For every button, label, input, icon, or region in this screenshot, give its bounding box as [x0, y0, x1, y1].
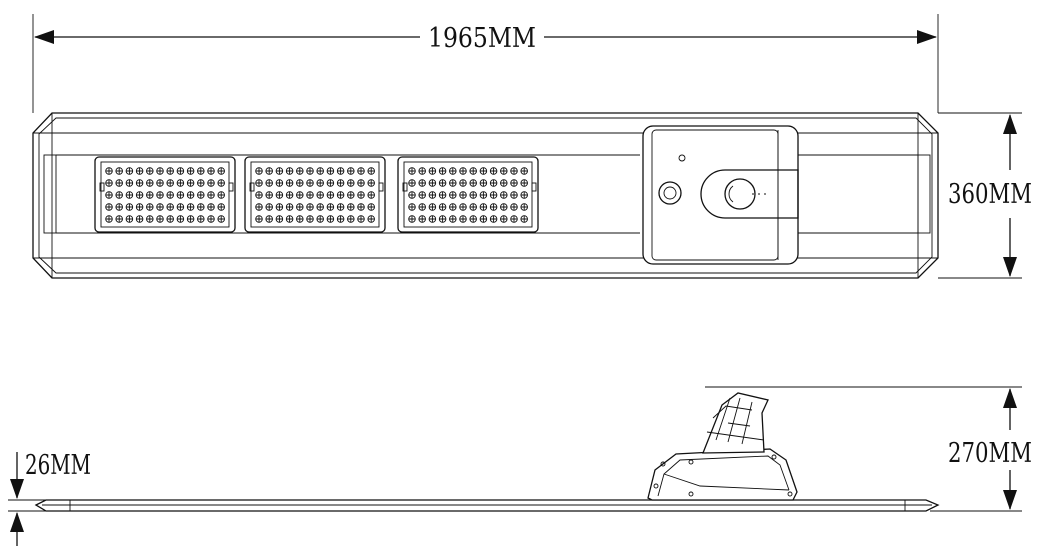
pole-mount-clamp — [700, 169, 799, 219]
width-label: 360MM — [948, 179, 1032, 210]
width-dimension: 360MM — [948, 114, 1032, 277]
led-module-1 — [94, 156, 236, 233]
end-cap-left — [43, 154, 57, 234]
side-view-panel — [34, 499, 940, 512]
top-view — [32, 112, 1022, 279]
led-module-2 — [244, 156, 386, 233]
length-dimension: 1965MM — [32, 14, 939, 113]
pole-mount-knob — [724, 178, 756, 210]
led-modules — [94, 156, 539, 233]
top-view-inner-frame — [38, 117, 933, 274]
side-view-housing — [647, 448, 798, 501]
length-label: 1965MM — [428, 23, 536, 54]
thickness-label: 26MM — [25, 450, 91, 481]
control-box — [642, 125, 799, 265]
led-module-3 — [397, 156, 539, 233]
thickness-dimension: 26MM — [8, 450, 91, 546]
side-view-pole-mount — [702, 392, 769, 454]
charging-port-icon — [658, 181, 682, 205]
indicator-hole — [678, 154, 686, 162]
top-view-outer-body — [32, 112, 939, 279]
height-label: 270MM — [948, 438, 1032, 469]
height-dimension: 270MM — [948, 388, 1032, 510]
end-cap-right — [917, 154, 931, 234]
side-view — [34, 386, 1022, 512]
